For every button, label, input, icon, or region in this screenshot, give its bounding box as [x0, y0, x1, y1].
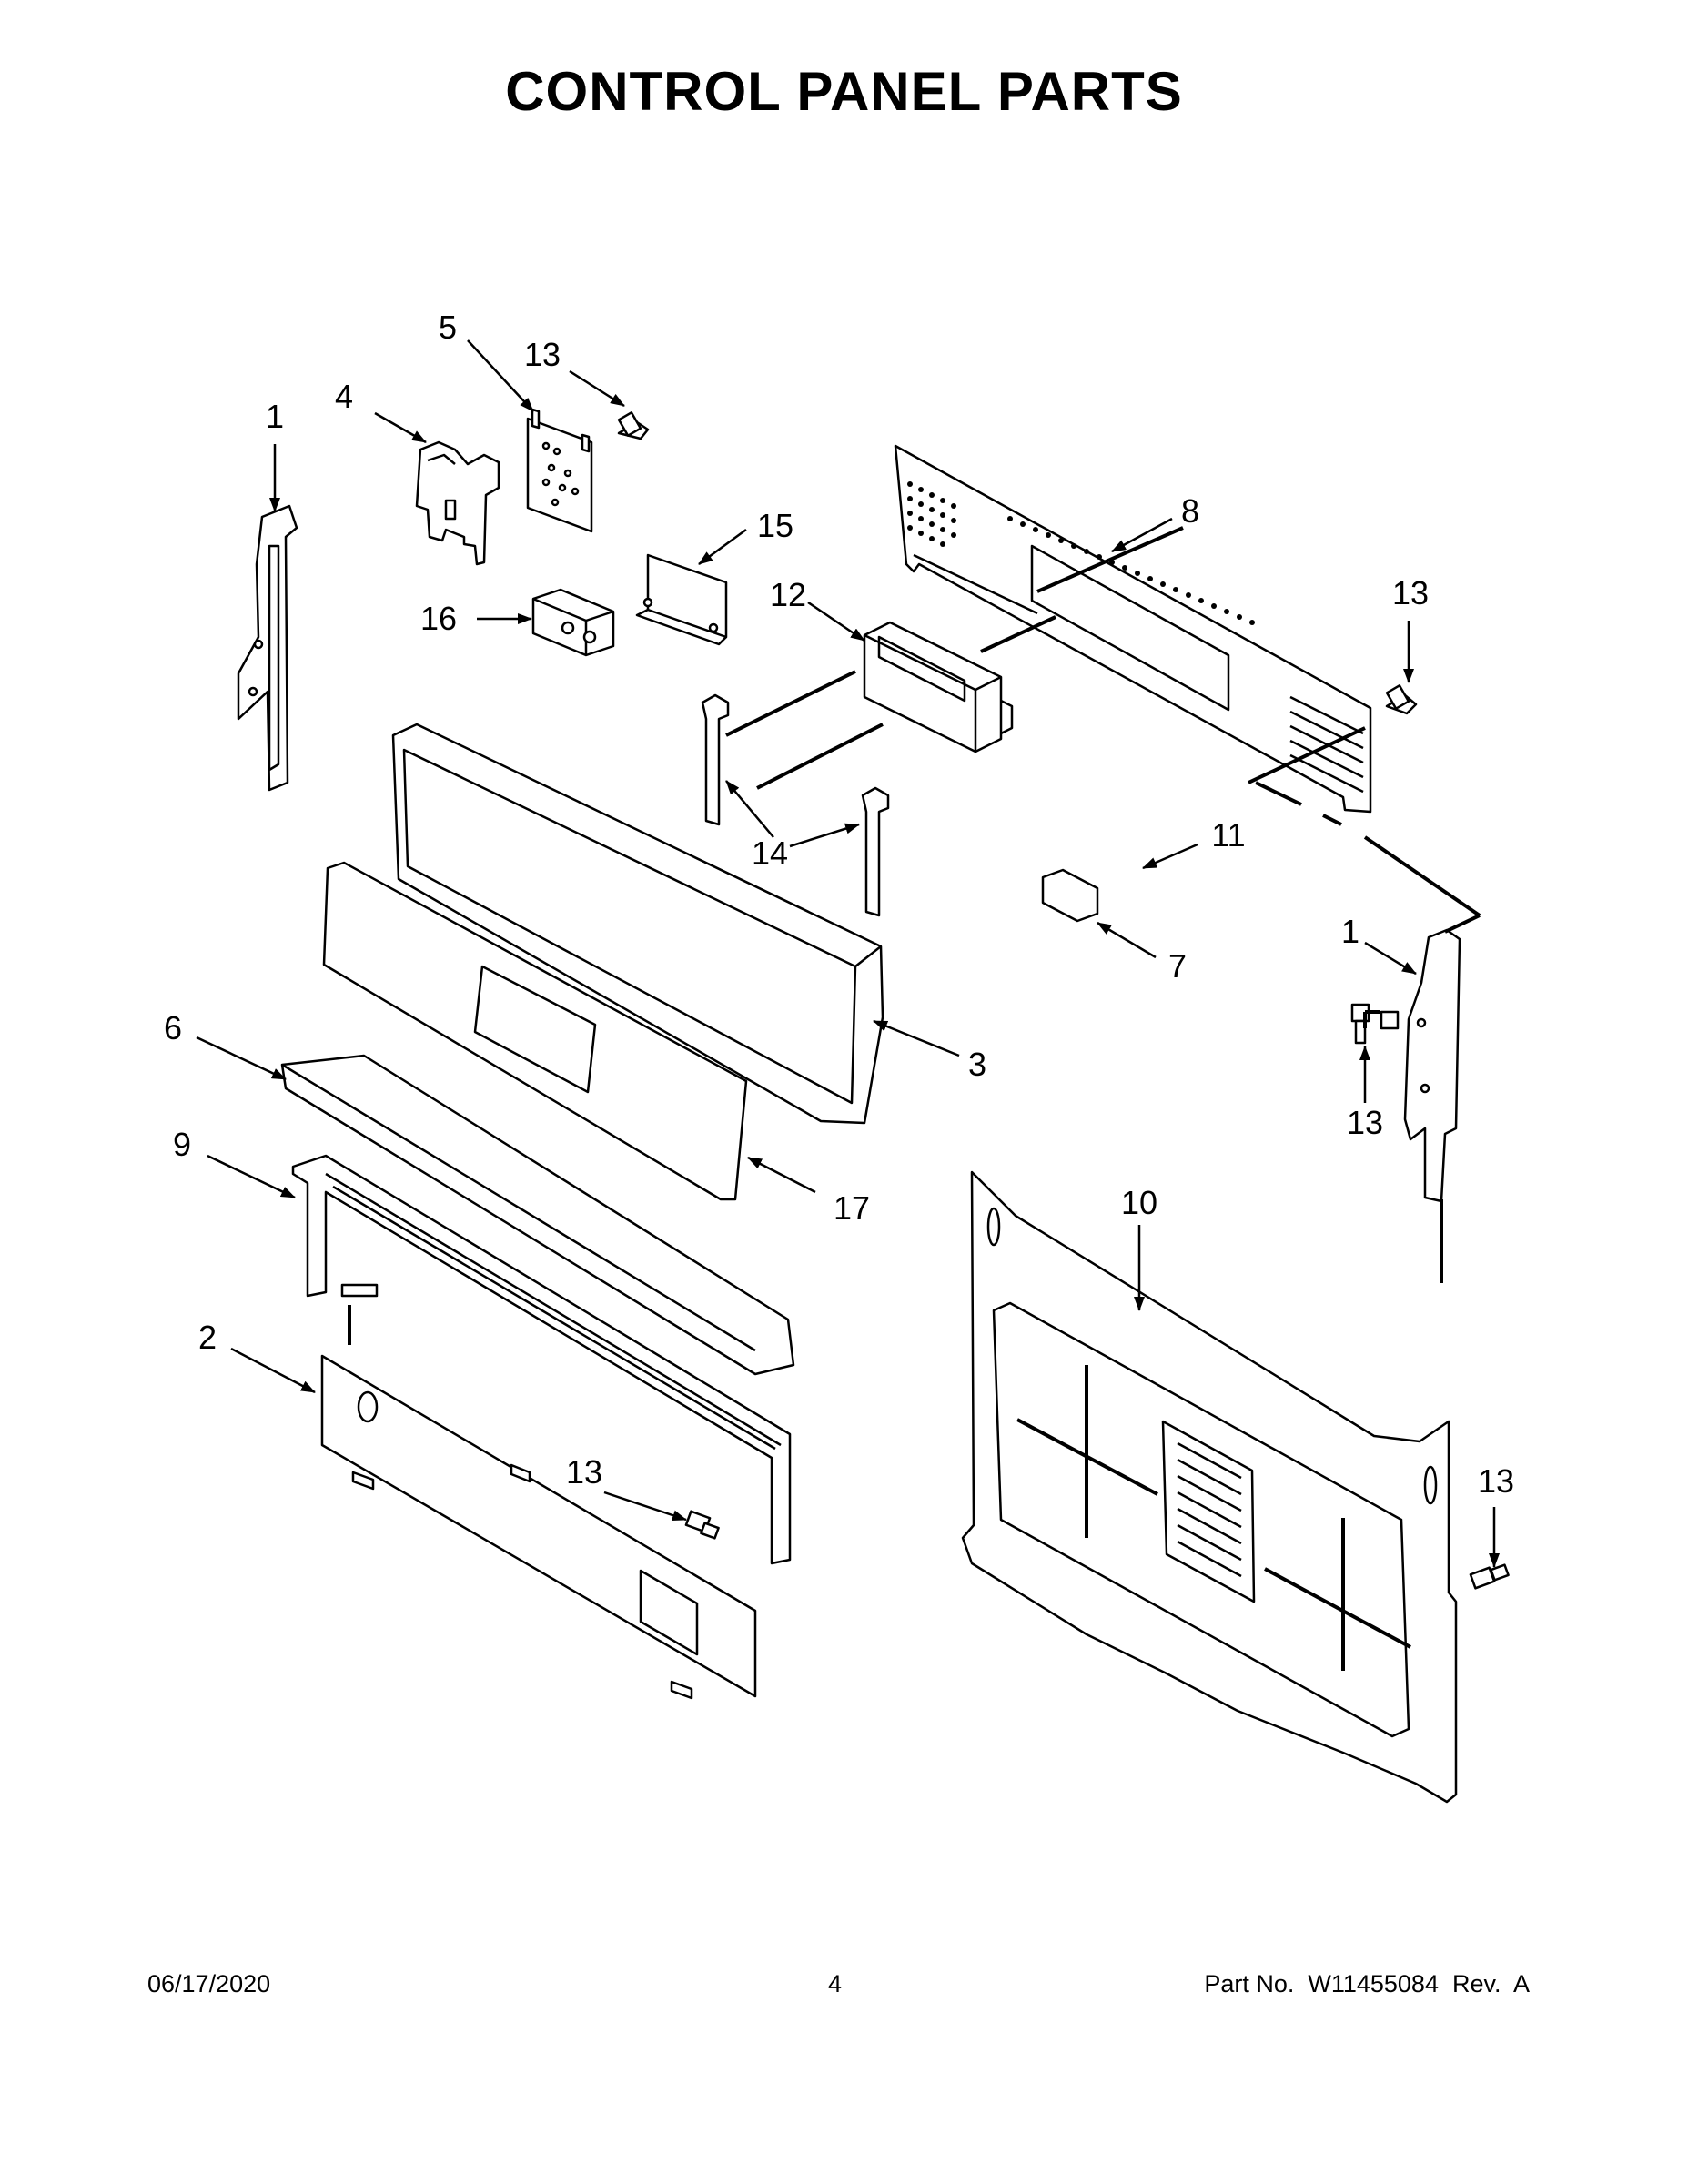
footer-part-number: Part No. W11455084 Rev. A — [1204, 1970, 1530, 1997]
screw-right-bracket-part — [1380, 1010, 1400, 1030]
screw-bottom-left-part — [684, 1510, 720, 1540]
screw-bottom-right-part — [1469, 1563, 1510, 1590]
rear-cover-part — [961, 1170, 1458, 1804]
callout-11: 11 — [1211, 816, 1245, 854]
control-panel-overlay-part — [322, 861, 748, 1201]
callout-13-bottom-left: 13 — [566, 1453, 602, 1491]
callout-9: 9 — [173, 1126, 191, 1163]
knob-bracket-part — [415, 440, 500, 566]
callout-10: 10 — [1121, 1184, 1157, 1221]
callout-15: 15 — [757, 507, 793, 544]
screw-right-part — [1385, 684, 1418, 715]
trim-strip-part — [280, 1054, 795, 1376]
callout-13-mid: 13 — [1347, 1104, 1383, 1141]
side-bracket-left-part — [237, 504, 298, 792]
electronic-control-part — [863, 621, 1014, 753]
bracket-plate-part — [635, 553, 728, 646]
callout-1-right: 1 — [1341, 913, 1359, 950]
callout-4: 4 — [335, 378, 353, 415]
switch-part — [531, 588, 615, 657]
callout-1-left: 1 — [266, 398, 284, 435]
callout-13-bottom-right: 13 — [1478, 1462, 1514, 1500]
callout-2: 2 — [198, 1319, 217, 1356]
callout-8: 8 — [1181, 492, 1199, 530]
footer-date: 06/17/2020 — [147, 1970, 271, 1997]
callout-14: 14 — [752, 834, 788, 872]
circuit-board-part — [526, 408, 593, 533]
lower-frame-part — [291, 1154, 792, 1565]
clip-part — [1041, 868, 1099, 923]
assembly-guide-lines — [348, 526, 1481, 1345]
callout-13-top: 13 — [524, 336, 561, 373]
control-panel-housing-part — [391, 723, 884, 1125]
control-bracket-part-a — [701, 693, 730, 826]
callout-leaders — [196, 339, 1500, 1568]
callout-13-right: 13 — [1392, 574, 1429, 612]
cover-panel-part — [320, 1354, 757, 1700]
page-title: CONTROL PANEL PARTS — [505, 61, 1183, 122]
callout-17: 17 — [834, 1189, 870, 1227]
callout-6: 6 — [164, 1009, 182, 1046]
screw-top-part — [617, 411, 650, 440]
footer-page-number: 4 — [828, 1970, 843, 1997]
callout-3: 3 — [968, 1046, 986, 1083]
control-bracket-part-b — [861, 786, 890, 917]
callout-7: 7 — [1168, 947, 1187, 985]
callout-5: 5 — [439, 308, 457, 346]
callout-16: 16 — [420, 600, 457, 637]
callout-12: 12 — [770, 576, 806, 613]
side-bracket-right-part — [1403, 928, 1461, 1203]
